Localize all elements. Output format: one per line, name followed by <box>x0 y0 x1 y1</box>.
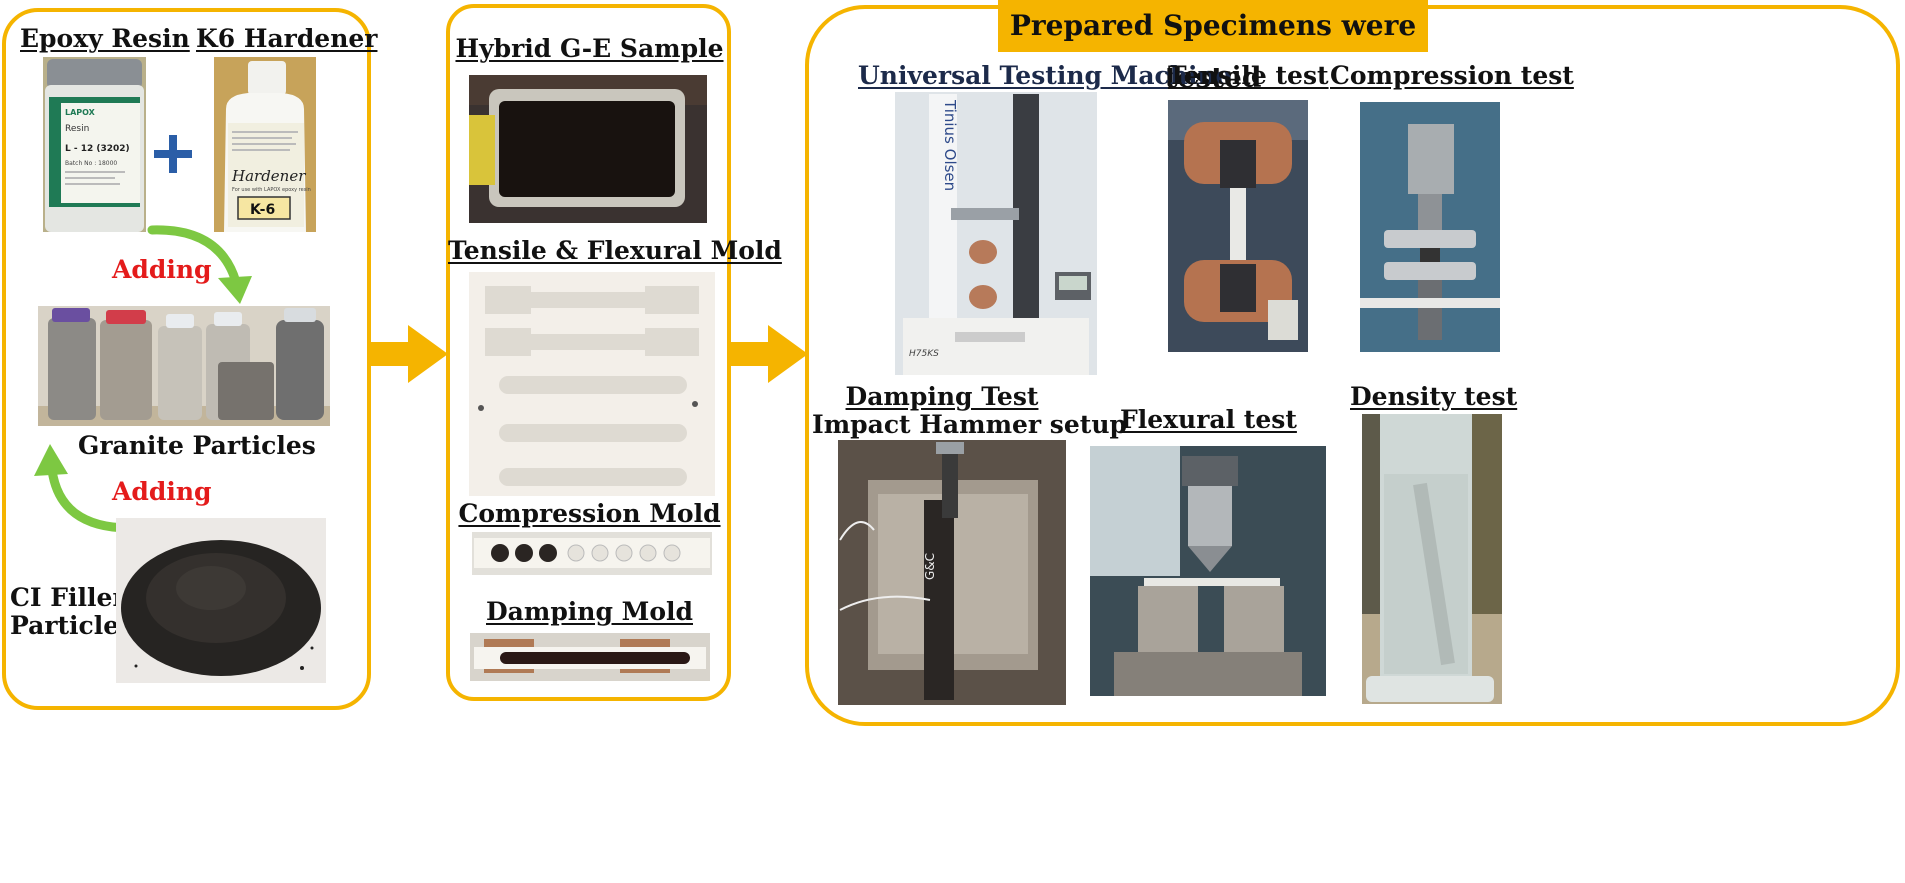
tensile-flexural-mold-label: Tensile & Flexural Mold <box>448 236 782 265</box>
resin-word: Resin <box>65 124 89 134</box>
utm-brand-text: Tinius Olsen <box>941 99 959 191</box>
resin-code: L - 12 (3202) <box>65 144 130 154</box>
utm-label: Universal Testing Machine <box>858 61 1232 90</box>
damping-mold-photo <box>470 633 710 681</box>
compression-mold-label: Compression Mold <box>458 499 721 528</box>
granite-particles-label: Granite Particles <box>78 431 316 460</box>
granite-particles-photo <box>38 306 330 426</box>
tensile-flexural-mold-photo <box>469 272 715 496</box>
plus-icon <box>153 134 193 174</box>
hybrid-sample-photo <box>469 75 707 223</box>
damping-mold-label: Damping Mold <box>486 597 693 626</box>
adding-label-top: Adding <box>112 255 212 284</box>
density-test-photo <box>1362 414 1502 704</box>
hardener-word: Hardener <box>231 167 306 185</box>
tensile-test-label: Tensile test <box>1168 61 1329 90</box>
hardener-note: For use with LAPOX epoxy resin <box>232 187 311 193</box>
ci-filler-label-line2: Particles <box>10 611 134 640</box>
damping-test-photo: G&C <box>838 440 1066 705</box>
flexural-test-photo <box>1090 446 1326 696</box>
ci-filler-particles-photo <box>116 518 326 683</box>
compression-test-label: Compression test <box>1330 61 1574 90</box>
epoxy-resin-label: Epoxy Resin <box>20 24 190 53</box>
hybrid-sample-label: Hybrid G-E Sample <box>455 34 724 63</box>
adding-label-bottom: Adding <box>112 477 212 506</box>
damping-test-label-line2: Impact Hammer setup <box>812 410 1127 439</box>
ci-filler-label-line1: CI Filler <box>10 583 126 612</box>
flexural-test-label: Flexural test <box>1120 405 1297 434</box>
flow-arrow-icon <box>370 325 448 383</box>
panel-banner: Prepared Specimens were tested <box>998 0 1428 94</box>
flow-arrow-icon <box>730 325 808 383</box>
resin-brand: LAPOX <box>65 108 96 117</box>
epoxy-resin-jar-photo: LAPOX Resin L - 12 (3202) Batch No : 180… <box>43 57 146 232</box>
utm-model-text: H75KS <box>909 349 939 359</box>
tensile-test-photo <box>1168 100 1308 352</box>
compression-test-photo <box>1360 102 1500 352</box>
damping-test-label-line1: Damping Test <box>845 382 1039 411</box>
damping-specimen-mark: G&C <box>923 553 937 580</box>
k6-hardener-bottle-photo: Hardener For use with LAPOX epoxy resin … <box>214 57 316 232</box>
density-test-label: Density test <box>1350 382 1518 411</box>
resin-batch: Batch No : 18000 <box>65 160 117 167</box>
k6-hardener-label: K6 Hardener <box>196 24 378 53</box>
universal-testing-machine-photo: Tinius Olsen H75KS <box>895 92 1097 375</box>
compression-mold-photo <box>472 532 712 575</box>
curved-arrow-icon <box>140 220 280 310</box>
hardener-code: K-6 <box>250 202 275 218</box>
curved-arrow-icon <box>30 440 140 540</box>
